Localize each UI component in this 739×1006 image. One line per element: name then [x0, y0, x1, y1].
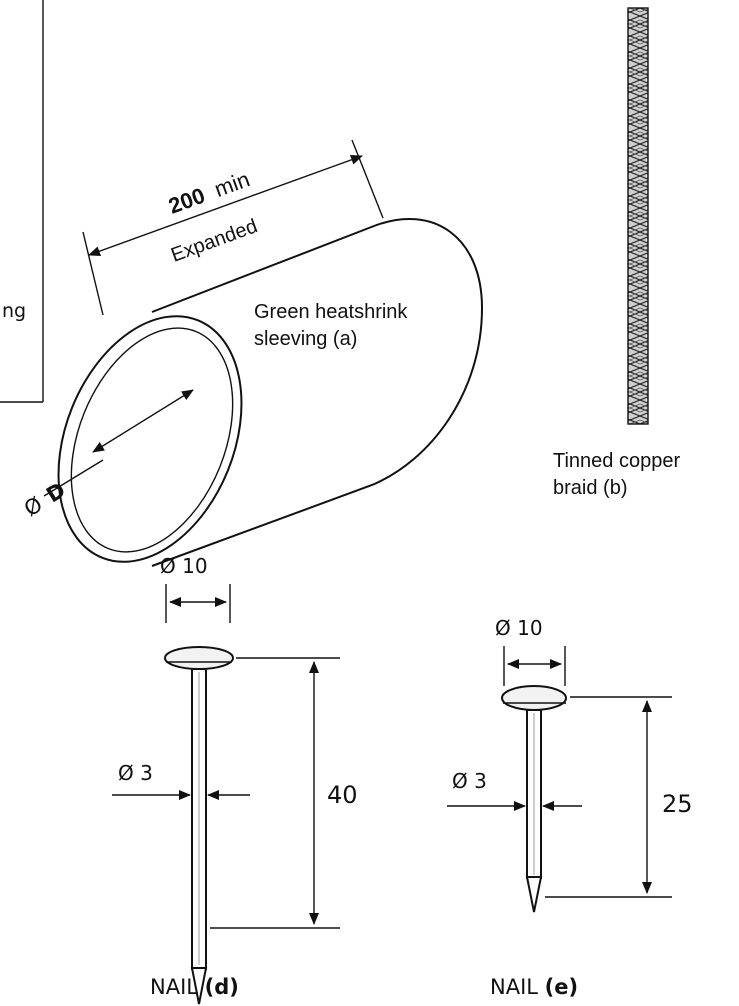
- nail-d-shank-diameter: Ø 3: [118, 761, 153, 785]
- braid-strip: [627, 7, 649, 425]
- diameter-leader-line: [43, 459, 104, 497]
- length-dimension-line: [88, 155, 363, 256]
- length-ext-left: [82, 231, 104, 316]
- sleeve-end-inner: [70, 327, 234, 553]
- nail-e-head-diameter: Ø 10: [495, 616, 543, 640]
- nail-d-tip: [190, 967, 208, 1005]
- partial-frame: ng: [0, 0, 44, 403]
- nail-d: Ø 10 Ø 3 40 NAIL (d): [112, 554, 358, 1005]
- heatshrink-sleeve: 200 min Expanded Green heatshrink sleevi…: [20, 139, 484, 567]
- nail-e-tip: [525, 876, 543, 913]
- nail-e-length: 25: [662, 790, 693, 818]
- length-ext-right: [351, 139, 384, 219]
- sleeve-end-outer: [57, 315, 243, 563]
- nail-e-head: [501, 685, 567, 711]
- sleeve-body-outline: [151, 217, 484, 567]
- nail-d-label: NAIL (d): [150, 975, 239, 999]
- nail-d-length: 40: [327, 781, 358, 809]
- length-unit: min: [211, 166, 253, 202]
- braid-label-line1: Tinned copper: [553, 450, 680, 472]
- length-value: 200: [165, 183, 208, 219]
- diameter-symbol: Ø: [20, 492, 47, 521]
- nail-e-shank-diameter: Ø 3: [452, 769, 487, 793]
- braid-label-line2: braid (b): [553, 477, 627, 499]
- copper-braid: Tinned copper braid (b): [553, 7, 680, 499]
- nail-e-label: NAIL (e): [490, 975, 578, 999]
- sleeve-label-line2: sleeving (a): [254, 328, 357, 350]
- sleeve-label-line1: Green heatshrink: [254, 301, 408, 323]
- diameter-dimension-line: [92, 389, 194, 453]
- nail-d-head-diameter: Ø 10: [160, 554, 208, 578]
- nail-e: Ø 10 Ø 3 25 NAIL (e): [447, 616, 693, 999]
- partial-text: ng: [2, 300, 26, 322]
- nail-d-head: [164, 646, 234, 670]
- length-note: Expanded: [168, 215, 260, 266]
